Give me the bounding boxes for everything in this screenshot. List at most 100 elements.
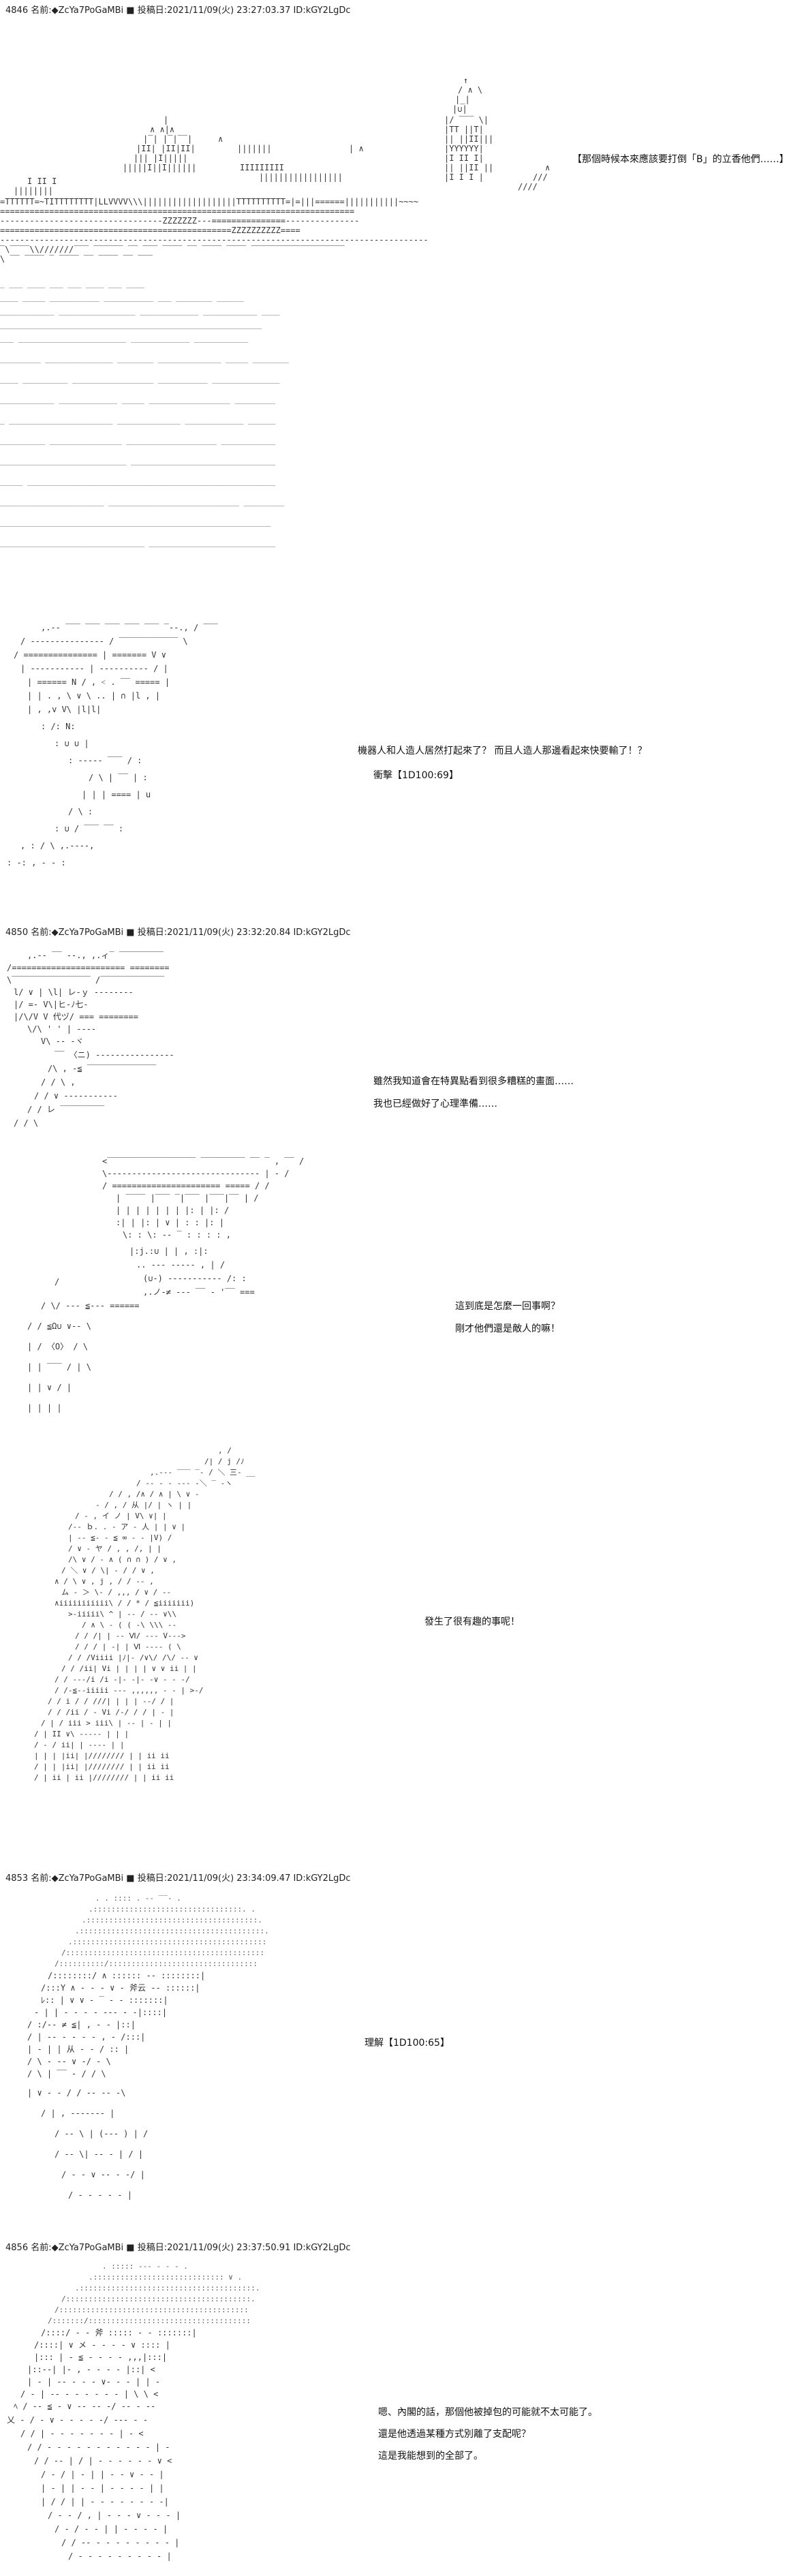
svg-text:| ∧: | ∧ [349,144,364,153]
dialogue-text: 剛才他們還是敵人的嘛！ [455,1323,560,1334]
dialogue-text: 嗯、內閣的話，那個他被掉包的可能就不太可能了。 [378,2407,598,2418]
svg-text:| , ,v V\ |l|: | , ,v V\ |l|l| [27,705,101,714]
svg-text:(∪-) ‐‐‐‐‐‐‐‐‐‐‐ /: :: (∪-) ‐‐‐‐‐‐‐‐‐‐‐ /: : [143,1274,247,1283]
svg-text:,.-‐ ‾‾ ‐-., ,.ィ‾ ‾‾‾‾‾‾‾‾: ,.-‐ ‾‾ ‐-., ,.ィ‾ ‾‾‾‾‾‾‾‾‾ [27,951,164,960]
ascii-art-confused-character: <‾‾‾‾‾‾‾‾‾‾‾‾‾‾‾‾‾‾ ‾‾‾‾‾‾‾‾‾ ‾‾ ‾ , ‾‾ … [0,1152,409,1452]
dialogue-text: 我也已經做好了心理準備…… [373,1099,497,1109]
svg-text:/ ∨ ‐ ヤ / , , /, | |: / ∨ ‐ ヤ / , , /, | | [68,1544,161,1553]
svg-text:/::::::::::/::::::::::::::::::: /::::::::::/::::::::::::::::::::::::::::… [55,1959,258,1968]
svg-text:|I II I|: |I II I| [444,153,484,163]
svg-text:/ ＼ ∨ / \| ‐ / / ∨ ,: / ＼ ∨ / \| ‐ / / ∨ , [61,1566,155,1575]
svg-text:: /:: : /: N: [41,722,76,731]
svg-text:|YYYYYY|: |YYYYYY| [444,144,484,153]
svg-text:/======================= ===: /======================= ======== [7,963,169,972]
dialogue-text: 雖然我知道會在特異點看到很多糟糕的畫面…… [373,1076,574,1087]
svg-text:/ ‐ | ‐‐ ‐ ‐ ‐ ‐ ‐ ‐ | \ \: / ‐ | ‐‐ ‐ ‐ ‐ ‐ ‐ ‐ | \ \ < [20,2389,158,2399]
svg-text:|I I I |: |I I I | [444,172,484,182]
svg-text:|/\/V V 代ヅ/ === ========: |/\/V V 代ヅ/ === ======== [14,1012,138,1022]
svg-text:/ | ii | ii |//////// | |: / | ii | ii |//////// | | ii ii [34,1773,174,1782]
svg-text:| | | |: | | | | [27,1403,62,1413]
svg-text:/ ====================== ===: / ====================== ===== / / [102,1181,270,1191]
svg-text:ム ‐ ＞ \‐ / ,,, / ∨ / ‐‐: ム ‐ ＞ \‐ / ,,, / ∨ / ‐‐ [61,1588,171,1597]
svg-text:,.-‐‐ ‾‾‾ ‾‐ / ＼ 三‐ __: ,.-‐‐ ‾‾‾ ‾‐ / ＼ 三‐ __ [150,1468,256,1477]
svg-text:|||||I||I||||||: |||||I||I|||||| [123,163,196,172]
svg-text:|/ ‾‾‾ \|: |/ ‾‾‾ \| [444,115,489,125]
svg-text:\‐‐‐‐‐‐‐‐‐‐‐‐‐‐‐‐‐‐‐‐‐‐‐‐‐‐‐‐‐: \‐‐‐‐‐‐‐‐‐‐‐‐‐‐‐‐‐‐‐‐‐‐‐‐‐‐‐‐‐‐‐ | ‐ / [102,1169,290,1178]
svg-text:: ∪ / ‾‾‾ ‾‾: : ∪ / ‾‾‾ ‾‾ : [55,824,123,833]
svg-text:| / / | | ‐ ‐ ‐ ‐ ‐ ‐ ‐ ‐: | / / | | ‐ ‐ ‐ ‐ ‐ ‐ ‐ ‐| [41,2497,169,2506]
svg-text:/ / ‐‐ | / | ‐ ‐ ‐ ‐ ‐ ‐ ∨: / / ‐‐ | / | ‐ ‐ ‐ ‐ ‐ ‐ ∨ < [34,2456,172,2466]
svg-text:/ / /Viiii |ﾉ|‐ /∨\/ /\/ ‐‐: / / /Viiii |ﾉ|‐ /∨\/ /\/ ‐‐ ∨ [68,1653,198,1662]
svg-text:‐ / , / 从 |/ | ヽ | |: ‐ / , / 从 |/ | ヽ | | [95,1501,191,1509]
svg-text:/ / , /∧ / ∧ | \ ∨ ‐: / / , /∧ / ∧ | \ ∨ ‐ [109,1490,199,1499]
dialogue-text: 還是他透過某種方式別離了支配呢？ [378,2429,531,2440]
svg-text:ﾍ / ‐‐ ≦ ‐ ∨ ‐‐ ‐‐ ‐/ ‐‐ ‐: ﾍ / ‐‐ ≦ ‐ ∨ ‐‐ ‐‐ ‐/ ‐‐ ‐ ‐‐ [14,2402,155,2411]
svg-text:>‐iiiii\ ^ | ‐‐ / ‐‐ ∨\\: >‐iiiii\ ^ | ‐‐ / ‐‐ ∨\\ [68,1610,176,1619]
svg-text:|/ =‐ V\|ヒ‐ﾉ七‐: |/ =‐ V\|ヒ‐ﾉ七‐ [14,1000,88,1009]
svg-text:/ ‐‐ \| ‐‐ ‐ | / |: / ‐‐ \| ‐‐ ‐ | / | [55,2149,143,2159]
svg-text:‾‾‾‾‾‾‾‾‾ ‾‾‾‾‾‾‾‾‾‾‾‾‾‾‾ ‾‾‾‾: ‾‾‾‾‾‾‾‾‾ ‾‾‾‾‾‾‾‾‾‾‾‾‾‾‾ ‾‾‾‾‾‾‾‾ ‾‾‾‾‾… [0,361,289,370]
svg-text::| | |: | ∨ | : : |: |: :| | |: | ∨ | : : |: | [116,1218,224,1227]
ascii-art-westminster: ↑ / ∧ \ |_| |∪| |/ ‾‾‾ \| |TT ||T| || ||… [0,68,593,354]
dice-roll-text: 理解【1D100:65】 [365,2038,450,2049]
svg-text:////: //// [518,182,538,191]
svg-text:/ | II ∨\ ‐‐‐‐‐ | | |: / | II ∨\ ‐‐‐‐‐ | | | [34,1730,129,1738]
svg-text:/ ‐‐ \ | (‐‐‐ ) | /: / ‐‐ \ | (‐‐‐ ) | / [55,2129,148,2138]
svg-text:/ ‐ ‐ / , | ‐ ‐ ‐ ∨ ‐ ‐ ‐ |: / ‐ ‐ / , | ‐ ‐ ‐ ∨ ‐ ‐ ‐ | [48,2511,181,2520]
svg-text:|_|: |_| [455,95,470,104]
svg-text:/:::::::::::::::::::::::::::::: /:::::::::::::::::::::::::::::::::::::::… [61,2295,256,2303]
dialogue-text: 這是我能想到的全部了。 [378,2451,483,2462]
svg-text:/ / ∨ ‐‐‐‐‐‐‐‐‐: / / ∨ ‐‐‐‐‐‐‐‐‐‐‐ [34,1091,118,1101]
svg-text:‾‾‾‾‾‾‾‾‾‾‾‾ ‾‾‾‾‾‾‾‾‾‾‾‾‾ ‾‾‾: ‾‾‾‾‾‾‾‾‾‾‾‾ ‾‾‾‾‾‾‾‾‾‾‾‾‾ ‾‾‾‾‾ ‾‾‾‾‾‾‾… [0,402,275,411]
svg-text:V\ ‐‐ ‐ヾ: V\ ‐‐ ‐ヾ [41,1037,84,1046]
svg-text:| | | ==== | u: | | | ==== | u [82,790,151,799]
svg-text:/ / ‐‐ ‐ ‐ ‐ ‐ ‐ ‐ ‐ ‐ |: / / ‐‐ ‐ ‐ ‐ ‐ ‐ ‐ ‐ ‐ | [61,2538,179,2547]
svg-text:: ‐‐‐‐‐ ‾‾‾: : ‐‐‐‐‐ ‾‾‾ / : [68,756,142,765]
svg-text:|| ||II ||: || ||II || [444,163,493,172]
svg-text:|::: | ‐ ≦ ‐ ‐ ‐ ‐ ,,,|::: |::: | ‐ ≦ ‐ ‐ ‐ ‐ ,,,|:::| [34,2352,167,2362]
svg-text:↑: ↑ [463,76,468,85]
svg-text:| ∨ ‐ ‐ / / ‐‐ ‐‐ ‐\: | ∨ ‐ ‐ / / ‐‐ ‐‐ ‐\ [27,2088,126,2098]
svg-text:/::::/ ‐ ‐ 斧 ::::: ‐ ‐ ::::::: /::::/ ‐ ‐ 斧 ::::: ‐ ‐ :::::::| [41,2328,197,2337]
svg-text:------------------------------: ----------------------------------------… [0,235,429,245]
svg-text:/ / i / / ///| | | | ‐‐/: / / i / / ///| | | | ‐‐/ / | [48,1697,174,1706]
svg-text:∧ / \ ∨ , j , / / ‐‐ ,: ∧ / \ ∨ , j , / / ‐‐ , [55,1577,154,1586]
svg-text:==============================: ========================================… [0,226,300,235]
svg-text:‾\‾‾‾‾\\///////‾‾‾ ‾‾‾‾‾‾ ‾‾ ‾: ‾\‾‾‾‾\\///////‾‾‾ ‾‾‾‾‾‾ ‾‾ ‾‾‾ ‾‾‾‾ ‾‾… [0,245,345,254]
svg-text:||||||||: |||||||| [14,186,53,196]
svg-text:\‾‾‾‾‾‾‾‾‾‾‾‾‾‾‾‾ /‾‾‾‾‾‾‾‾‾‾: \‾‾‾‾‾‾‾‾‾‾‾‾‾‾‾‾ /‾‾‾‾‾‾‾‾‾‾‾‾‾ [7,975,165,985]
svg-text:<‾‾‾‾‾‾‾‾‾‾‾‾‾‾‾‾‾‾ ‾‾‾‾‾‾‾‾‾: <‾‾‾‾‾‾‾‾‾‾‾‾‾‾‾‾‾‾ ‾‾‾‾‾‾‾‾‾ ‾‾ ‾ , ‾‾ … [102,1156,304,1166]
svg-text:: ∪ ∪: : ∪ ∪ | [55,739,89,748]
svg-text:|| ||II|||: || ||II||| [444,134,493,144]
svg-text:.. ‐‐‐ ‐‐‐‐‐ , | /: .. ‐‐‐ ‐‐‐‐‐ , | / [136,1260,225,1270]
svg-text:| | | | | | | |: | |:: | | | | | | | |: | |: / [116,1206,229,1215]
svg-text:| | ∨ / |: | | ∨ / | [27,1383,72,1392]
svg-text:/ / | ‐ ‐ ‐ ‐ ‐ ‐ ‐ | ‐: / / | ‐ ‐ ‐ ‐ ‐ ‐ ‐ | ‐ < [20,2429,144,2438]
narration-text: 【那個時候本來應該要打倒「B」的立香他們……】 [572,154,789,165]
svg-text:| ‐ | | 从 ‐ ‐ / :: |: | ‐ | | 从 ‐ ‐ / :: | [27,2044,129,2054]
svg-text:|||||||: ||||||| [237,144,272,153]
svg-text:/ | / iii > iii\ | ‐‐ | ‐: / | / iii > iii\ | ‐‐ | ‐ | | [41,1719,172,1728]
svg-text:/ ‐ ‐ ∨ ‐‐ ‐ ‐/ |: / ‐ ‐ ∨ ‐‐ ‐ ‐/ | [61,2170,145,2179]
svg-text:,.-‐ ‾‾‾ ‾‾‾ ‾‾‾ ‾‾‾ ‾‾‾ ‾‐-.,: ,.-‐ ‾‾‾ ‾‾‾ ‾‾‾ ‾‾‾ ‾‾‾ ‾‐-., / ‾‾‾ [41,623,219,632]
svg-text:‾‾ 〈ニ) ‐‐‐‐‐‐‐‐‐‐‐‐‐‐‐‐: ‾‾ 〈ニ) ‐‐‐‐‐‐‐‐‐‐‐‐‐‐‐‐ [55,1050,174,1060]
svg-text:/ ‐ ‐ ‐ ‐ ‐ ‐ ‐ ‐ ‐ |: / ‐ ‐ ‐ ‐ ‐ ‐ ‐ ‐ ‐ | [68,2551,172,2561]
svg-text:∧ ∧|∧: ∧ ∧|∧ [150,125,174,134]
svg-text:l/ ∨ | \l| レ‐ｙ ‐‐‐‐‐‐‐: l/ ∨ | \l| レ‐ｙ ‐‐‐‐‐‐‐‐ [14,987,134,997]
svg-text:‾‾‾‾‾‾‾‾‾‾‾‾‾‾‾‾‾‾‾‾‾‾‾ ‾‾‾‾‾‾: ‾‾‾‾‾‾‾‾‾‾‾‾‾‾‾‾‾‾‾‾‾‾‾ ‾‾‾‾‾‾‾‾‾‾‾‾‾‾‾‾… [0,504,285,513]
svg-text:///: /// [533,172,548,182]
svg-text:\: : \: ‐‐ ‾ : : : : ,: \: : \: ‐‐ ‾ : : : : , [123,1230,231,1240]
svg-text:.:::::::::::::::::::::::::::::: .:::::::::::::::::::::::::::::::::::::::… [75,1927,269,1935]
svg-text:/ \ | ‾‾ ‐ / / \: / \ | ‾‾ ‐ / / \ [27,2069,106,2079]
svg-text:/ ∧ \ ‐ ( ( ‐\ \\\ ‐‐: / ∧ \ ‐ ( ( ‐\ \\\ ‐‐ [82,1621,176,1629]
svg-text:/ / /ii / ‐ Vi /‐/ / / |: / / /ii / ‐ Vi /‐/ / / | ‐ | [48,1708,174,1717]
svg-text:.:::::::::::::::::::::::::::::: .::::::::::::::::::::::::::::: ∨ . [89,2273,242,2282]
svg-text:| ‐‐‐‐‐‐‐‐‐‐‐ | ‐‐‐‐‐‐‐‐‐‐: | ‐‐‐‐‐‐‐‐‐‐‐ | ‐‐‐‐‐‐‐‐‐‐ / | [20,664,168,673]
svg-text:: -: , ‐ ‐ :: : -: , ‐ ‐ : [7,858,66,868]
svg-text:|II| |II|II|: |II| |II|II| [136,144,196,153]
svg-text:. . :::: . ‐‐ ‾‾‐ .: . . :::: . ‐‐ ‾‾‐ . [95,1894,181,1903]
svg-text:, : / \ ,.-‐‐‐,: , : / \ ,.-‐‐‐, [20,841,94,850]
svg-text:‾‾‾ ‾‾‾‾‾‾‾‾‾‾‾‾‾‾‾‾‾‾‾‾‾‾‾‾ ‾: ‾‾‾ ‾‾‾‾‾‾‾‾‾‾‾‾‾‾‾‾‾‾‾‾‾‾‾‾ ‾‾‾‾‾‾‾‾‾‾‾… [0,341,249,350]
svg-text:.:::::::::::::::::::::::::::::: .::::::::::::::::::::::::::::::::::::::. [82,1916,262,1925]
svg-text:==============================: ========================================… [0,206,354,216]
